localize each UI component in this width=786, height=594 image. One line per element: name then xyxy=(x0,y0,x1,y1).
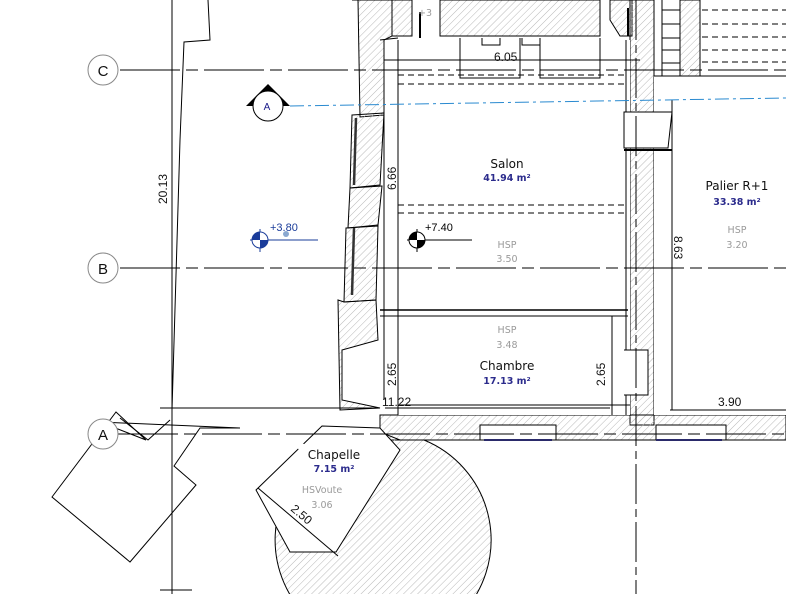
dimension-6-66: 6.66 xyxy=(385,166,399,190)
dimension-8-63: 8.63 xyxy=(671,236,685,260)
room-area: 33.38 m² xyxy=(713,197,760,208)
room-hsp-value: 3.06 xyxy=(311,500,332,511)
room-hsp-label: HSP xyxy=(498,240,517,251)
dimension-6-05: 6.05 xyxy=(494,50,518,64)
room-name: Chapelle xyxy=(308,448,360,462)
room-hsp-value: 3.50 xyxy=(496,254,517,265)
grid-label-b: B xyxy=(98,261,108,278)
section-line xyxy=(289,97,786,107)
room-hsp-value: 3.20 xyxy=(726,240,747,251)
stair-level-hint: +3 xyxy=(418,8,432,19)
grid-label-c: C xyxy=(98,63,109,80)
level-value: +3.80 xyxy=(270,222,298,234)
interior-fills xyxy=(255,40,786,553)
dimension-3-90: 3.90 xyxy=(718,395,742,409)
site-outline xyxy=(51,0,380,594)
level-marker-3-80[interactable]: +3.80 xyxy=(250,222,318,252)
level-marker-7-40[interactable]: +7.40 xyxy=(407,222,472,252)
dimension-20-13: 20.13 xyxy=(156,174,170,204)
room-hsp-label: HSP xyxy=(728,225,747,236)
level-value: +7.40 xyxy=(425,222,453,234)
room-hsp-label: HSVoute xyxy=(302,485,342,496)
room-area: 7.15 m² xyxy=(314,464,355,475)
room-name: Salon xyxy=(490,157,523,171)
grid-lines xyxy=(118,0,786,594)
room-area: 41.94 m² xyxy=(483,173,530,184)
room-name: Palier R+1 xyxy=(706,179,769,193)
room-area: 17.13 m² xyxy=(483,376,530,387)
room-name: Chambre xyxy=(480,359,535,373)
room-chambre[interactable]: HSP 3.48 Chambre 17.13 m² xyxy=(480,325,535,387)
room-hsp-value: 3.48 xyxy=(496,340,517,351)
section-marker-label: A xyxy=(264,102,271,113)
section-marker-a[interactable]: A xyxy=(246,84,290,122)
room-salon[interactable]: Salon 41.94 m² HSP 3.50 xyxy=(483,157,530,265)
dimension-11-22: 11.22 xyxy=(382,395,411,409)
room-palier-r1[interactable]: Palier R+1 33.38 m² HSP 3.20 xyxy=(706,179,769,251)
room-chapelle[interactable]: Chapelle 7.15 m² HSVoute 3.06 xyxy=(302,448,360,511)
grid-bubble-b[interactable]: B xyxy=(87,252,119,284)
grid-bubble-c[interactable]: C xyxy=(87,54,119,86)
room-hsp-label: HSP xyxy=(498,325,517,336)
dimension-2-65-right: 2.65 xyxy=(594,362,608,386)
grid-label-a: A xyxy=(98,427,108,444)
grid-bubble-a[interactable]: A xyxy=(87,418,119,450)
dimension-2-65-left: 2.65 xyxy=(385,362,399,386)
